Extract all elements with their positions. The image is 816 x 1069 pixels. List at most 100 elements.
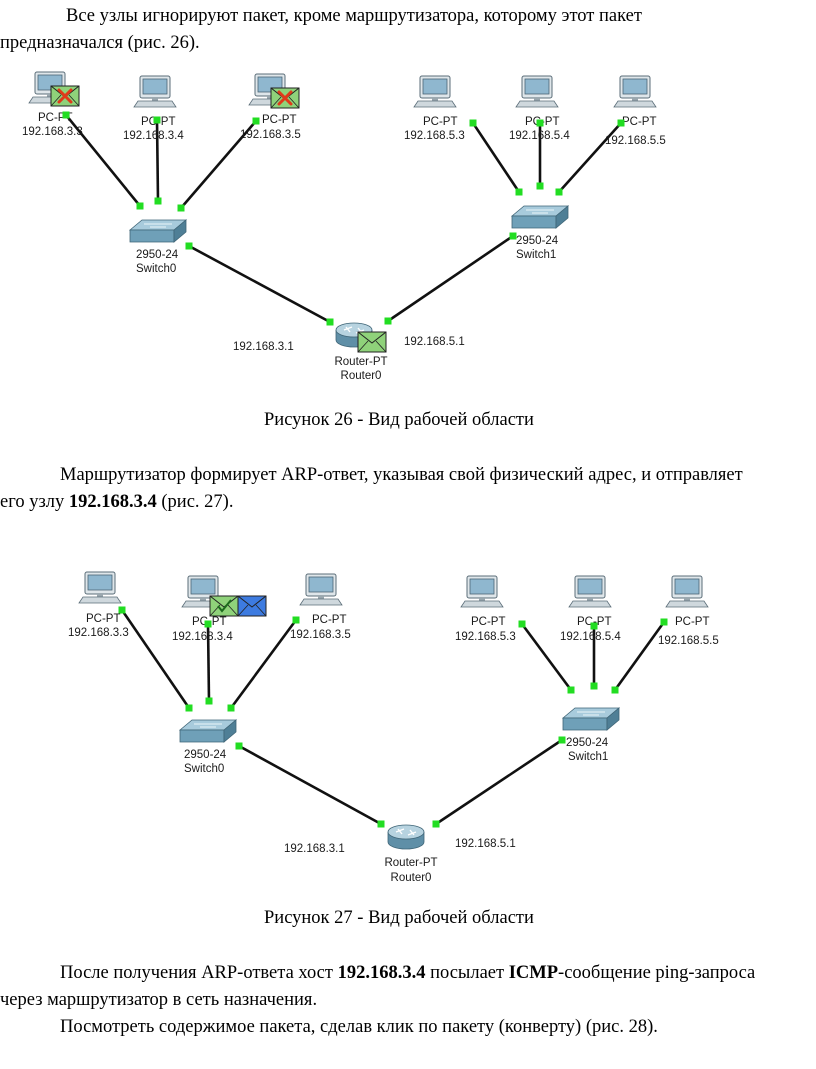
router-ip-left: 192.168.3.1 [284,843,345,855]
port-led [177,204,185,212]
pc-icon[interactable] [568,575,612,608]
pc-ip-label: 192.168.3.4 [172,631,233,643]
port-led [536,119,544,127]
link-cable [387,234,514,323]
link-cable [238,744,382,826]
port-led [660,618,668,626]
check-icon [217,599,232,613]
port-led [509,232,517,240]
para3-line1: После получения ARP-ответа хост 192.168.… [60,960,755,987]
fig26-diagram: PC-PT192.168.3.3PC-PT192.168.3.4PC-PT192… [22,71,666,382]
reject-x-icon [57,88,73,104]
port-led [326,318,334,326]
pc-icon[interactable] [78,571,122,604]
router-name-label: Router0 [341,370,382,382]
link-cable [520,623,573,691]
para2-line1: Маршрутизатор формирует ARP-ответ, указы… [60,465,743,485]
port-led [469,119,477,127]
pc-ip-label: 192.168.5.5 [605,135,666,147]
envelope-icon[interactable] [209,595,239,617]
pc-icon[interactable] [613,75,657,108]
switch-name-label: Switch0 [136,263,176,275]
envelope-icon[interactable] [237,595,267,617]
para3-text-b: посылает [425,963,509,983]
router-model-label: Router-PT [384,857,437,869]
pc-ip-label: 192.168.5.5 [658,635,719,647]
port-led [185,242,193,250]
envelope-icon[interactable] [357,331,387,353]
pc-icon[interactable] [181,575,225,608]
router-model-label: Router-PT [334,356,387,368]
port-led [617,119,625,127]
port-led [567,686,575,694]
port-led [432,820,440,828]
port-led [185,704,193,712]
port-led [153,116,161,124]
pc-type-label: PC-PT [577,616,612,628]
port-led [227,704,235,712]
para2-text: его узлу [0,492,69,512]
pc-type-label: PC-PT [471,616,506,628]
port-led [118,606,126,614]
port-led [558,736,566,744]
para1-line1: Все узлы игнорируют пакет, кроме маршрут… [66,6,642,26]
router-ip-left: 192.168.3.1 [233,341,294,353]
para1-line2: предназначался (рис. 26). [0,33,200,53]
port-led [611,686,619,694]
port-led [377,820,385,828]
switch-model-label: 2950-24 [136,249,179,261]
pc-ip-label: 192.168.3.5 [290,629,351,641]
router-icon[interactable] [387,824,425,850]
pc-ip-label: 192.168.3.3 [22,126,83,138]
figure-26-caption: Рисунок 26 - Вид рабочей области [264,410,534,430]
pc-icon[interactable] [460,575,504,608]
pc-ip-label: 192.168.3.5 [240,129,301,141]
switch-model-label: 2950-24 [516,235,559,247]
figure-26: PC-PT192.168.3.3PC-PT192.168.3.4PC-PT192… [0,60,816,400]
para3-text-a: После получения ARP-ответа хост [60,963,338,983]
pc-type-label: PC-PT [675,616,710,628]
pc-ip-label: 192.168.5.4 [560,631,621,643]
pc-type-label: PC-PT [86,613,121,625]
port-led [205,697,213,705]
para2-text-end: (рис. 27). [156,492,234,512]
pc-icon[interactable] [413,75,457,108]
link-cable [64,114,142,207]
router-name-label: Router0 [391,872,432,884]
link-cable [188,244,331,324]
switch-icon[interactable] [561,707,621,731]
pc-ip-label: 192.168.5.3 [455,631,516,643]
switch-icon[interactable] [178,719,238,743]
pc-type-label: PC-PT [622,116,657,128]
port-led [204,620,212,628]
port-led [590,622,598,630]
link-cable [180,120,257,209]
link-cable [206,623,211,702]
switch-icon[interactable] [510,205,570,229]
port-led [536,182,544,190]
pc-icon[interactable] [299,573,343,606]
pc-icon[interactable] [515,75,559,108]
port-led [555,188,563,196]
router-ip-right: 192.168.5.1 [455,838,516,850]
switch-name-label: Switch0 [184,763,224,775]
switch-icon[interactable] [128,219,188,243]
figure-27-caption: Рисунок 27 - Вид рабочей области [264,908,534,928]
link-cable [471,122,521,193]
pc-ip-label: 192.168.5.3 [404,130,465,142]
pc-ip-label: 192.168.5.4 [509,130,570,142]
port-led [590,682,598,690]
para3-line3: Посмотреть содержимое пакета, сделав кли… [60,1017,658,1037]
port-led [136,202,144,210]
para3-ip: 192.168.3.4 [337,963,426,983]
pc-type-label: PC-PT [423,116,458,128]
para3-icmp: ICMP [508,963,559,983]
link-cable [120,609,191,709]
fig27-diagram: PC-PT192.168.3.3PC-PT192.168.3.4PC-PT192… [68,571,719,884]
pc-icon[interactable] [665,575,709,608]
para3-line2: через маршрутизатор в сеть назначения. [0,990,318,1010]
pc-icon[interactable] [133,75,177,108]
pc-ip-label: 192.168.3.4 [123,130,184,142]
port-led [252,117,260,125]
port-led [384,317,392,325]
